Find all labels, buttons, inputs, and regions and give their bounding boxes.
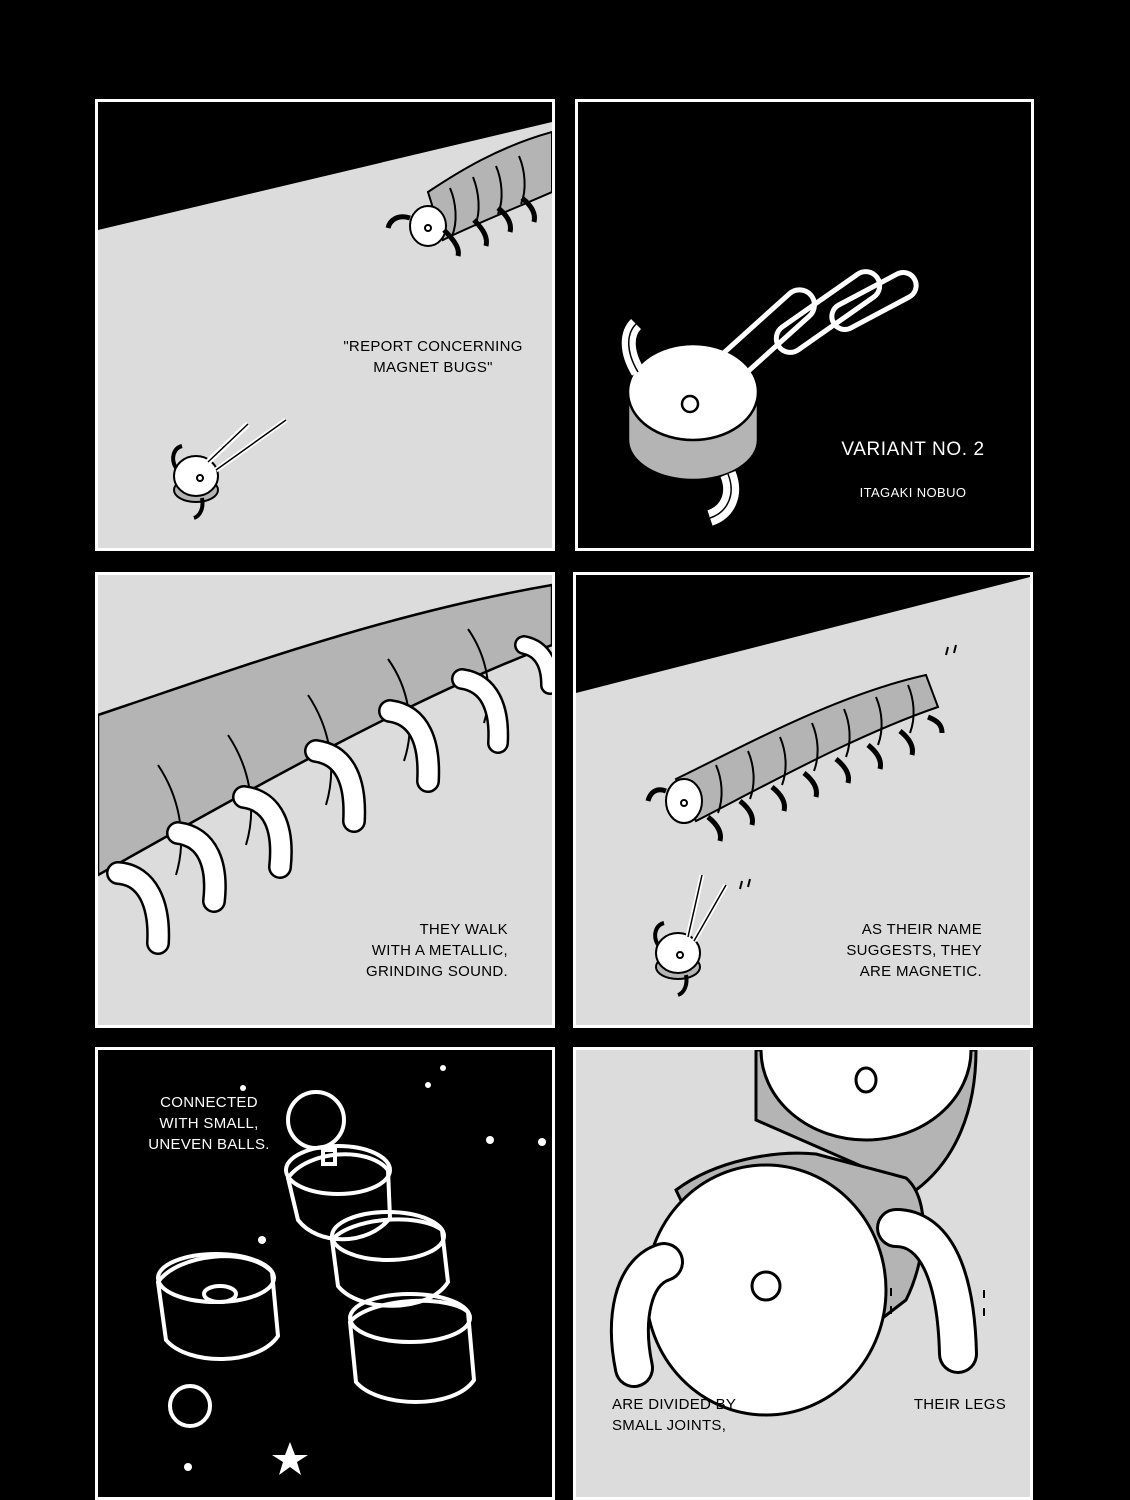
millipede-legs-illustration bbox=[645, 714, 945, 842]
caption-divided-joints: ARE DIVIDED BY SMALL JOINTS, bbox=[612, 1396, 737, 1434]
panel-4-art bbox=[576, 575, 1030, 997]
variant-title: VARIANT NO. 2 bbox=[841, 439, 985, 460]
panel-2-art bbox=[621, 269, 919, 526]
caption-connected: CONNECTED WITH SMALL, UNEVEN BALLS. bbox=[148, 1094, 270, 1153]
panel-report-title: "REPORT CONCERNING MAGNET BUGS" bbox=[95, 99, 555, 551]
panel-uneven-balls: CONNECTED WITH SMALL, UNEVEN BALLS. bbox=[95, 1047, 555, 1500]
caption-report-concerning: "REPORT CONCERNING MAGNET BUGS" bbox=[343, 338, 523, 376]
sound-marks bbox=[739, 644, 957, 890]
segment-outlines-illustration bbox=[155, 1090, 477, 1428]
panel-walking: THEY WALK WITH A METALLIC, GRINDING SOUN… bbox=[95, 572, 555, 1028]
magnet-bug-underside-illustration bbox=[644, 1050, 978, 1417]
paperclip-chain-illustration bbox=[715, 269, 919, 383]
panel-5-art bbox=[155, 1065, 546, 1475]
panel-legs-joints: ARE DIVIDED BY SMALL JOINTS, THEIR LEGS bbox=[573, 1047, 1033, 1500]
panel-6-art bbox=[609, 1050, 985, 1417]
panel-1-art bbox=[98, 102, 552, 520]
caption-their-legs: THEIR LEGS bbox=[913, 1396, 1006, 1413]
panel-magnetic: AS THEIR NAME SUGGESTS, THEY ARE MAGNETI… bbox=[573, 572, 1033, 1028]
magnet-bug-closeup-illustration bbox=[621, 319, 760, 526]
caption-magnetic: AS THEIR NAME SUGGESTS, THEY ARE MAGNETI… bbox=[846, 921, 982, 980]
author-name: ITAGAKI NOBUO bbox=[859, 485, 967, 500]
magnet-bug-illustration bbox=[171, 417, 288, 520]
panel-variant-title: VARIANT NO. 2 ITAGAKI NOBUO bbox=[575, 99, 1034, 551]
millipede-illustration bbox=[665, 673, 940, 824]
magnet-bug-illustration bbox=[653, 874, 729, 997]
segmented-legs-illustration bbox=[106, 635, 552, 955]
sound-marks bbox=[890, 1288, 985, 1316]
caption-they-walk: THEY WALK WITH A METALLIC, GRINDING SOUN… bbox=[365, 921, 508, 980]
millipede-illustration bbox=[385, 130, 552, 257]
panel-3-art bbox=[98, 583, 552, 955]
stars bbox=[184, 1065, 546, 1475]
joint-legs-illustration bbox=[609, 1208, 978, 1388]
